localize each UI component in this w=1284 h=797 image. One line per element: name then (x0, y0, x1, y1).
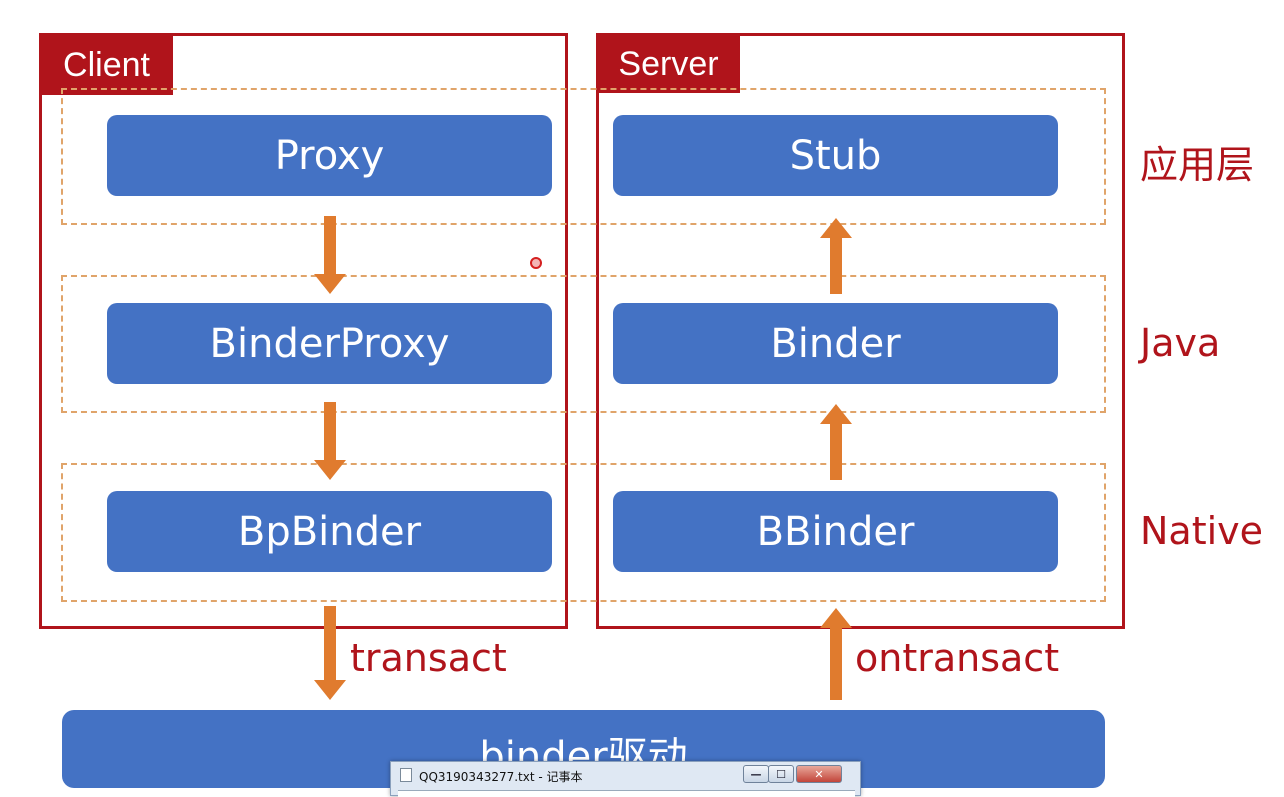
notepad-window[interactable]: QQ3190343277.txt - 记事本 — ☐ ✕ (390, 761, 861, 797)
client-title: Client (40, 35, 173, 95)
layer-band-native (61, 463, 1106, 602)
arrow-up-bbinder-to-binder (820, 404, 852, 480)
arrow-down-transact (314, 606, 346, 700)
client-frame (39, 33, 568, 629)
notepad-text-area[interactable] (398, 790, 855, 797)
bbinder-block: BBinder (613, 491, 1058, 572)
server-frame (596, 33, 1125, 629)
proxy-block: Proxy (107, 115, 552, 196)
binder-proxy-block: BinderProxy (107, 303, 552, 384)
arrow-down-proxy-to-binderproxy (314, 216, 346, 294)
layer-label-native: Native (1140, 509, 1264, 553)
server-title: Server (597, 35, 740, 93)
layer-label-app: 应用层 (1140, 143, 1255, 187)
arrow-up-ontransact (820, 608, 852, 700)
notepad-icon (400, 768, 412, 782)
binder-block: Binder (613, 303, 1058, 384)
layer-band-app (61, 88, 1106, 225)
transact-label: transact (350, 636, 507, 680)
minimize-button[interactable]: — (743, 765, 769, 783)
arrow-down-binderproxy-to-bpbinder (314, 402, 346, 480)
notepad-title: QQ3190343277.txt - 记事本 (419, 770, 583, 784)
close-button[interactable]: ✕ (796, 765, 842, 783)
arrow-up-binder-to-stub (820, 218, 852, 294)
mouse-cursor-indicator (530, 257, 542, 269)
layer-band-java (61, 275, 1106, 413)
layer-label-java: Java (1140, 321, 1221, 365)
maximize-button[interactable]: ☐ (768, 765, 794, 783)
ontransact-label: ontransact (855, 636, 1060, 680)
stub-block: Stub (613, 115, 1058, 196)
bp-binder-block: BpBinder (107, 491, 552, 572)
